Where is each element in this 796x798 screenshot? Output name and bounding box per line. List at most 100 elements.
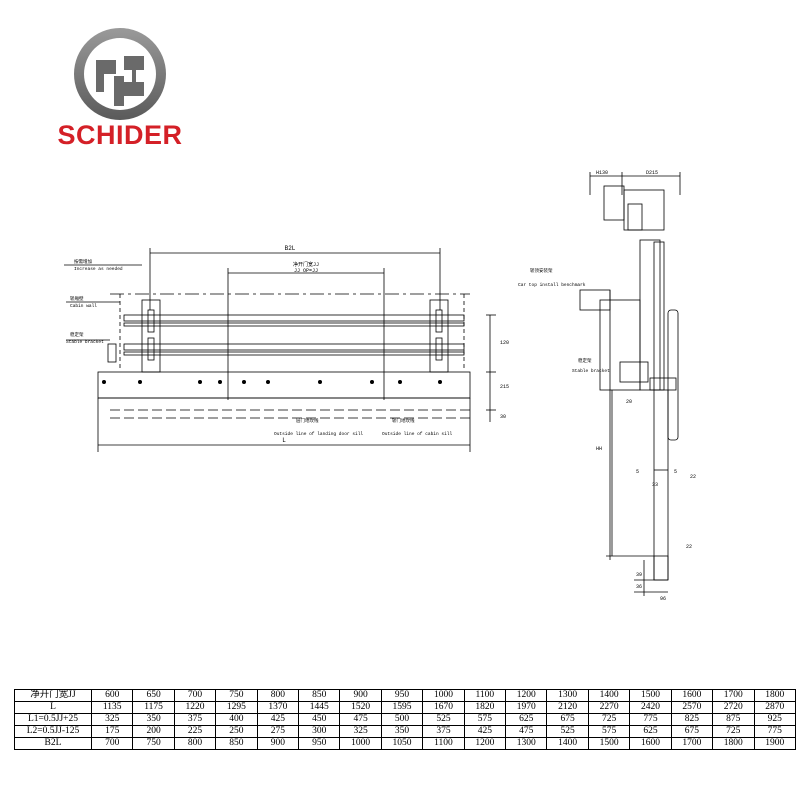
table-cell: 1175	[132, 701, 175, 714]
table-cell: 400	[215, 713, 258, 726]
table-cell: 900	[339, 689, 382, 702]
label-car-top-cn: 轿顶安装架	[530, 267, 553, 274]
table-cell: 1000	[422, 689, 465, 702]
table-cell: 775	[629, 713, 672, 726]
table-cell: 225	[173, 725, 217, 738]
table-cell: 1300	[505, 737, 548, 750]
table-cell: 2720	[712, 701, 755, 714]
table-cell: 675	[670, 725, 714, 738]
table-cell: 1000	[339, 737, 382, 750]
table-cell: 1700	[712, 689, 755, 702]
label-cabin-sill-en: Outside line of cabin sill	[382, 431, 453, 437]
label-cabin-sill-cn: 轿门地坎线	[392, 417, 415, 424]
table-cell: 350	[132, 713, 175, 726]
table-cell: 1520	[339, 701, 382, 714]
table-cell: 575	[587, 725, 631, 738]
table-cell: 375	[173, 713, 217, 726]
table-cell: 450	[298, 713, 341, 726]
table-cell: 925	[753, 713, 796, 726]
dim-jj-en-label: JJ OP=JJ	[294, 268, 318, 274]
dim-22b-label: 22	[686, 544, 692, 550]
table-cell: 650	[132, 689, 175, 702]
table-cell: 500	[380, 713, 424, 726]
table-cell: 775	[753, 725, 796, 738]
label-stable-cn: 稳定架	[70, 331, 84, 338]
dim-22a-label: 22	[690, 474, 696, 480]
table-row: L 1135 1175 1220 1295 1370 1445 1520 159…	[14, 701, 796, 714]
dim-5a-label: 5	[636, 469, 639, 475]
row-header: B2L	[14, 737, 92, 750]
row-header: 净开门宽JJ	[14, 689, 92, 702]
table-cell: 1050	[380, 737, 424, 750]
label-landing-sill-en: Outside line of landing door sill	[274, 431, 363, 437]
label-stable-cn-side: 稳定架	[578, 357, 592, 364]
row-header: L1=0.5JJ+25	[14, 713, 92, 726]
label-stable-en: Stable bracket	[66, 339, 104, 345]
dim-5b-label: 5	[674, 469, 677, 475]
label-increase-en: Increase as needed	[74, 266, 123, 272]
table-cell: 1970	[505, 701, 548, 714]
table-cell: 1135	[90, 701, 134, 714]
table-cell: 2420	[629, 701, 672, 714]
table-cell: 2870	[753, 701, 796, 714]
table-cell: 800	[256, 689, 300, 702]
table-cell: 175	[90, 725, 134, 738]
table-cell: 1295	[215, 701, 258, 714]
dim-33-label: 33	[652, 482, 658, 488]
table-cell: 900	[256, 737, 300, 750]
dim-96-label: 96	[660, 596, 666, 600]
table-cell: 250	[215, 725, 258, 738]
table-cell: 1220	[173, 701, 217, 714]
table-cell: 1500	[587, 737, 631, 750]
table-cell: 1400	[546, 737, 589, 750]
label-increase-cn: 按需增加	[74, 258, 92, 265]
table-cell: 750	[132, 737, 175, 750]
table-cell: 2270	[587, 701, 631, 714]
dim-20-label: 20	[626, 399, 632, 405]
dim-30-label: 30	[500, 414, 506, 420]
table-cell: 700	[173, 689, 217, 702]
table-cell: 275	[256, 725, 300, 738]
table-cell: 425	[463, 725, 507, 738]
table-cell: 200	[132, 725, 175, 738]
table-cell: 1445	[298, 701, 341, 714]
table-cell: 825	[670, 713, 714, 726]
table-cell: 1595	[380, 701, 424, 714]
table-row: L2=0.5JJ-125 175 200 225 250 275 300 325…	[14, 725, 796, 738]
table-cell: 625	[629, 725, 672, 738]
table-cell: 1700	[670, 737, 714, 750]
label-stable-en-side: Stable bracket	[572, 368, 610, 374]
label-landing-sill-cn: 层门地坎线	[296, 417, 319, 424]
table-cell: 1100	[463, 689, 507, 702]
dim-h130-label: H130	[596, 170, 608, 176]
brand-name: SCHIDER	[57, 120, 183, 150]
table-row: 净开门宽JJ 600 650 700 750 800 850 900 950 1…	[14, 689, 796, 702]
table-cell: 725	[587, 713, 631, 726]
table-cell: 1800	[712, 737, 755, 750]
table-cell: 1200	[463, 737, 507, 750]
table-cell: 850	[215, 737, 258, 750]
table-cell: 850	[298, 689, 341, 702]
table-cell: 725	[712, 725, 755, 738]
table-cell: 1500	[629, 689, 672, 702]
table-cell: 1820	[463, 701, 507, 714]
table-cell: 1200	[505, 689, 548, 702]
dim-d215-label: D215	[646, 170, 658, 176]
dim-215-label: 215	[500, 384, 509, 390]
dim-36-label: 36	[636, 584, 642, 590]
table-cell: 1600	[670, 689, 714, 702]
table-cell: 600	[90, 689, 134, 702]
table-cell: 2120	[546, 701, 589, 714]
table-cell: 625	[505, 713, 548, 726]
table-cell: 1900	[753, 737, 796, 750]
label-cabin-wall-cn: 轿厢壁	[70, 295, 84, 302]
table-cell: 575	[463, 713, 507, 726]
table-cell: 425	[256, 713, 300, 726]
dim-120-label: 120	[500, 340, 509, 346]
table-cell: 875	[712, 713, 755, 726]
table-cell: 800	[173, 737, 217, 750]
table-cell: 475	[505, 725, 548, 738]
table-cell: 325	[339, 725, 382, 738]
dim-39-label: 39	[636, 572, 642, 578]
table-cell: 525	[546, 725, 589, 738]
